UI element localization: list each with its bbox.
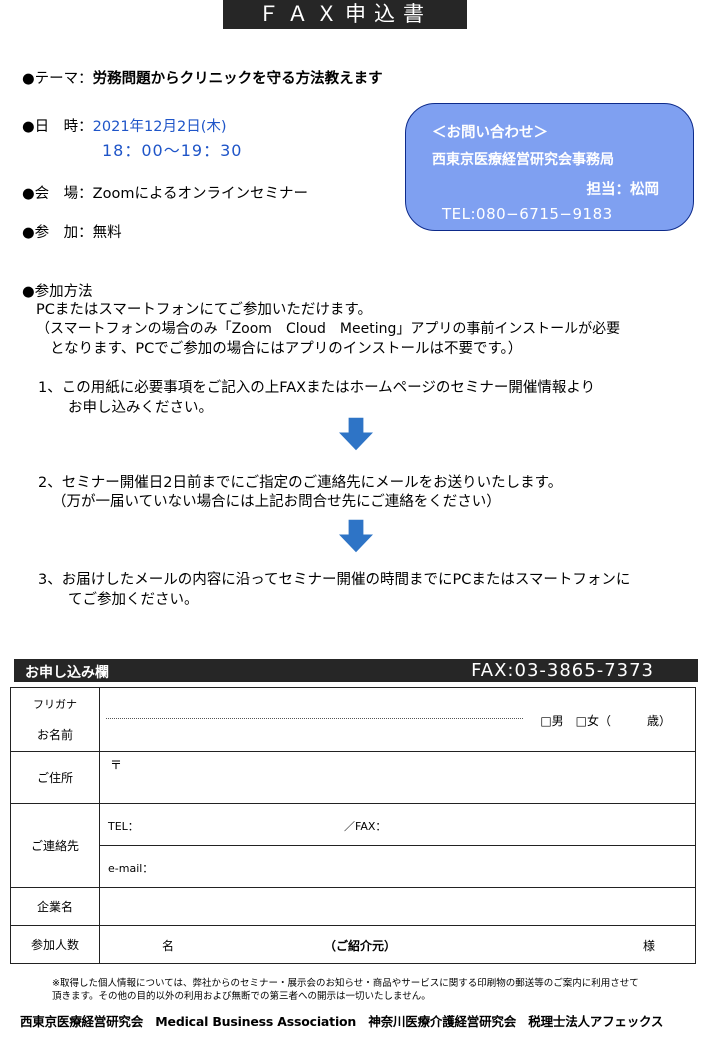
attendees-label: 参加人数 <box>10 925 100 964</box>
step1-line1: 1、この用紙に必要事項をご記入の上FAXまたはホームページのセミナー開催情報より <box>38 380 596 396</box>
method-line2: （スマートフォンの場合のみ「Zoom Cloud Meeting」アプリの事前イ… <box>36 321 621 337</box>
method-line3: となります、PCでご参加の場合にはアプリのインストールは不要です。） <box>50 341 523 357</box>
time-value: 18：00〜19：30 <box>102 141 243 160</box>
venue-label: ●会 場： <box>22 186 93 202</box>
company-input-cell[interactable] <box>99 887 696 926</box>
honorific: 様 <box>642 939 655 953</box>
gender-age[interactable]: □男 □女（ 歳） <box>540 714 671 728</box>
name-row: フリガナ お名前 □男 □女（ 歳） <box>10 687 696 752</box>
step2-line1: 2、セミナー開催日2日前までにご指定のご連絡先にメールをお送りいたします。 <box>38 475 563 491</box>
form-bar: お申し込み欄 FAX:03-3865-7373 <box>14 659 698 682</box>
step1-line2: お申し込みください。 <box>68 400 213 416</box>
step3-line2: てご参加ください。 <box>68 592 199 608</box>
address-input-cell[interactable]: 〒 <box>99 751 696 804</box>
date-row: ●日 時：2021年12月2日(木) <box>22 115 227 136</box>
theme-row: ●テーマ：労務問題からクリニックを守る方法教えます <box>22 67 383 88</box>
attendees-row: 参加人数 名 （ご紹介元） 様 <box>10 925 696 964</box>
method-line1: PCまたはスマートフォンにてご参加いただけます。 <box>36 302 372 318</box>
date-label: ●日 時： <box>22 119 93 135</box>
contact-heading: ＜お問い合わせ＞ <box>432 125 548 141</box>
tel-label: TEL： <box>108 820 139 833</box>
contact-tel: TEL:080−6715−9183 <box>442 205 613 223</box>
contact-row-tel: ご連絡先 TEL： ／FAX： <box>10 803 696 888</box>
name-label: お名前 <box>36 728 73 742</box>
page-title: ＦＡＸ申込書 <box>223 0 467 29</box>
step3-line1: 3、お届けしたメールの内容に沿ってセミナー開催の時間までにPCまたはスマートフォ… <box>38 572 631 588</box>
date-value: 2021年12月2日(木) <box>92 119 227 135</box>
down-arrow-icon <box>339 417 373 451</box>
address-row: ご住所 〒 <box>10 751 696 804</box>
company-label: 企業名 <box>10 887 100 926</box>
name-label-cell: フリガナ お名前 <box>10 687 100 752</box>
name-dotted-line <box>106 718 523 719</box>
email-label: e-mail： <box>108 862 154 875</box>
contact-org: 西東京医療経営研究会事務局 <box>432 152 614 168</box>
tel-input-cell[interactable]: TEL： ／FAX： <box>99 803 696 846</box>
footer-organizations: 西東京医療経営研究会 Medical Business Association … <box>20 1014 664 1029</box>
privacy-note-line1: ※取得した個人情報については、弊社からのセミナー・展示会のお知らせ・商品やサービ… <box>52 978 639 989</box>
fee-value: 無料 <box>92 225 122 241</box>
theme-label: ●テーマ： <box>22 71 93 87</box>
contact-person: 担当：松岡 <box>586 182 660 198</box>
theme-value: 労務問題からクリニックを守る方法教えます <box>92 71 383 87</box>
venue-row: ●会 場：Zoomによるオンラインセミナー <box>22 182 308 203</box>
privacy-note: ※取得した個人情報については、弊社からのセミナー・展示会のお知らせ・商品やサービ… <box>52 978 692 1003</box>
furigana-label: フリガナ <box>33 698 77 711</box>
count-unit: 名 <box>162 939 175 953</box>
method-heading: ●参加方法 <box>22 284 93 300</box>
privacy-note-line2: 頂きます。その他の目的以外の利用および無断での第三者への開示は一切いたしません。 <box>52 990 431 1002</box>
name-input-cell[interactable]: □男 □女（ 歳） <box>99 687 696 752</box>
contact-label: ご連絡先 <box>10 803 100 888</box>
fax-number: FAX:03-3865-7373 <box>471 660 654 681</box>
postal-mark: 〒 <box>110 758 123 772</box>
fee-label: ●参 加： <box>22 225 93 241</box>
fee-row: ●参 加：無料 <box>22 221 122 242</box>
step2-line2: （万が一届いていない場合には上記お問合せ先にご連絡をください） <box>52 494 501 510</box>
attendees-input-cell[interactable]: 名 （ご紹介元） 様 <box>99 925 696 964</box>
venue-value: Zoomによるオンラインセミナー <box>92 186 309 202</box>
contact-box: ＜お問い合わせ＞ 西東京医療経営研究会事務局 担当：松岡 TEL:080−671… <box>405 103 694 231</box>
down-arrow-icon <box>339 519 373 553</box>
fax-label: ／FAX： <box>344 820 387 833</box>
company-row: 企業名 <box>10 887 696 926</box>
contact-row-email: e-mail： <box>11 845 696 888</box>
referral-label: （ご紹介元） <box>324 939 397 953</box>
address-label: ご住所 <box>10 751 100 804</box>
email-input-cell[interactable]: e-mail： <box>99 845 696 888</box>
form-bar-label: お申し込み欄 <box>25 665 109 681</box>
application-form: フリガナ お名前 □男 □女（ 歳） ご住所 〒 ご連絡先 TEL： ／FAX：… <box>10 687 696 964</box>
